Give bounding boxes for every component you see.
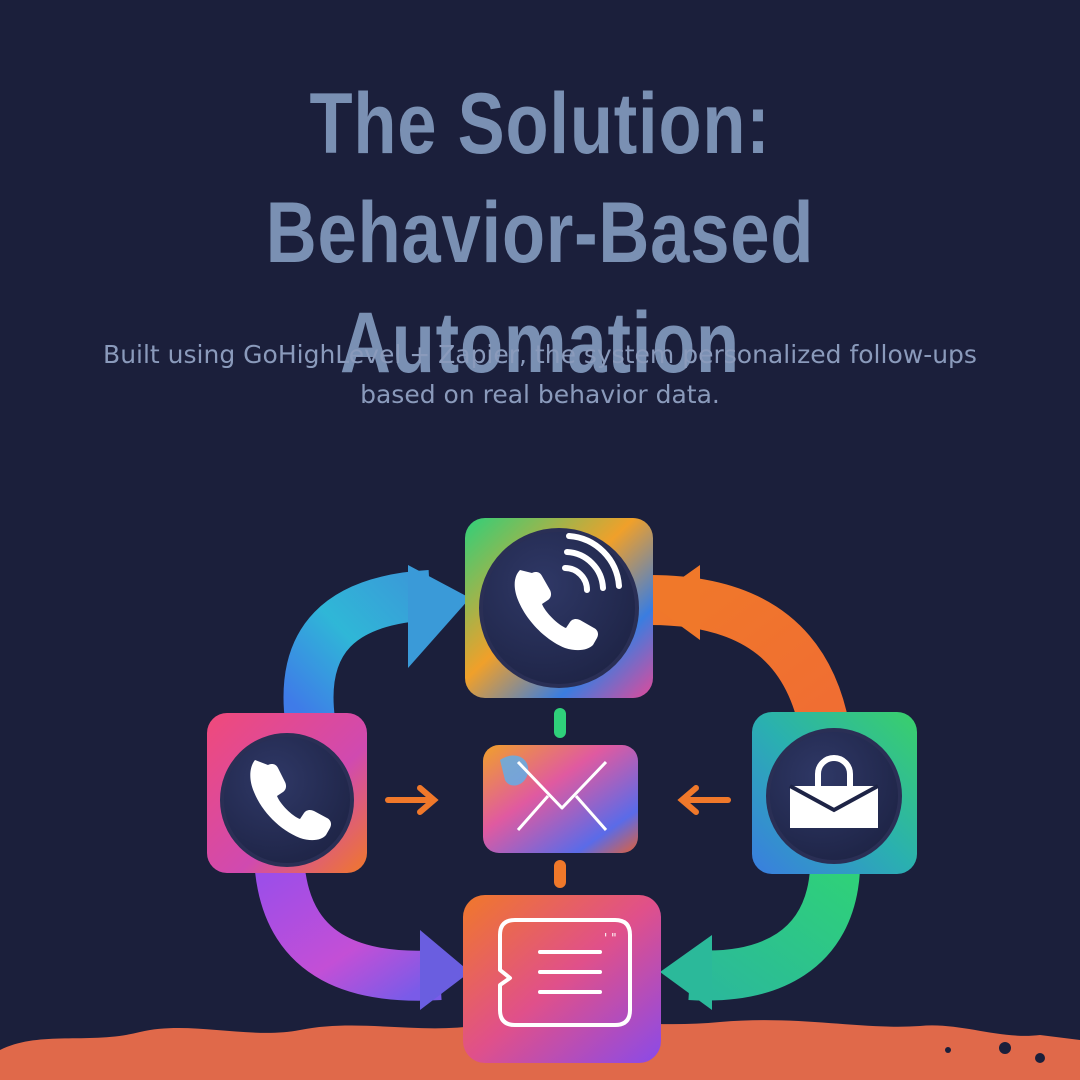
- connector-top: [554, 708, 566, 738]
- arrow-bottom-right: [660, 935, 712, 1010]
- title-line-1: The Solution:: [309, 76, 771, 172]
- arrow-top-right: [648, 565, 700, 640]
- node-bottom: ' ": [463, 895, 661, 1063]
- arrow-left-to-center: [385, 785, 439, 815]
- arrow-bottom-left: [420, 930, 470, 1010]
- page-title: The Solution: Behavior-Based Automation: [0, 70, 1080, 398]
- arc-bottom-right: [688, 867, 860, 1001]
- arrow-top-left: [408, 565, 470, 668]
- node-center: [483, 745, 638, 853]
- svg-text:' ": ' ": [604, 931, 617, 945]
- envelope-icon: [516, 760, 608, 831]
- node-top: [465, 518, 653, 698]
- message-lines-icon: [498, 918, 632, 1027]
- arrow-right-to-center: [677, 785, 731, 815]
- arc-bottom-left: [255, 866, 442, 1001]
- node-right: [752, 712, 917, 874]
- arc-top-left: [283, 570, 432, 724]
- locked-envelope-icon: [789, 755, 879, 828]
- subtitle: Built using GoHighLevel + Zapier, the sy…: [103, 340, 977, 409]
- title-line-2: Behavior-Based Automation: [265, 185, 815, 391]
- phone-ringing-icon: [514, 533, 622, 651]
- node-left: [207, 713, 367, 873]
- connector-bottom: [554, 860, 566, 888]
- phone-icon: [250, 760, 331, 841]
